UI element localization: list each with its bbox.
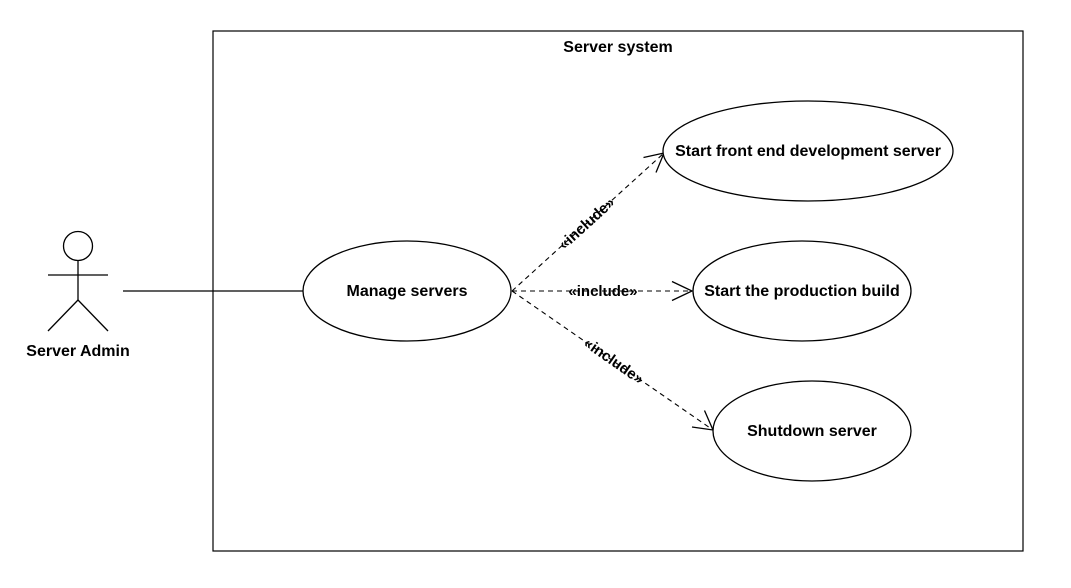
use-case-start-front-end-label: Start front end development server: [675, 143, 941, 160]
actor-left-leg: [47, 299, 79, 332]
include-production-relation: [512, 280, 694, 302]
use-case-manage-servers[interactable]: Manage servers: [302, 240, 512, 342]
use-case-manage-servers-label: Manage servers: [347, 283, 468, 300]
actor-server-admin[interactable]: [47, 230, 109, 332]
system-title: Server system: [563, 39, 672, 56]
actor-right-leg: [77, 299, 109, 332]
use-case-production-build-label: Start the production build: [704, 283, 900, 300]
actor-head-icon: [62, 230, 94, 262]
use-case-shutdown-server[interactable]: Shutdown server: [712, 380, 912, 482]
use-case-shutdown-server-label: Shutdown server: [747, 423, 877, 440]
use-case-start-front-end[interactable]: Start front end development server: [662, 100, 954, 202]
actor-label: Server Admin: [26, 343, 129, 360]
use-case-production-build[interactable]: Start the production build: [692, 240, 912, 342]
include-production-label: «include»: [568, 283, 637, 300]
